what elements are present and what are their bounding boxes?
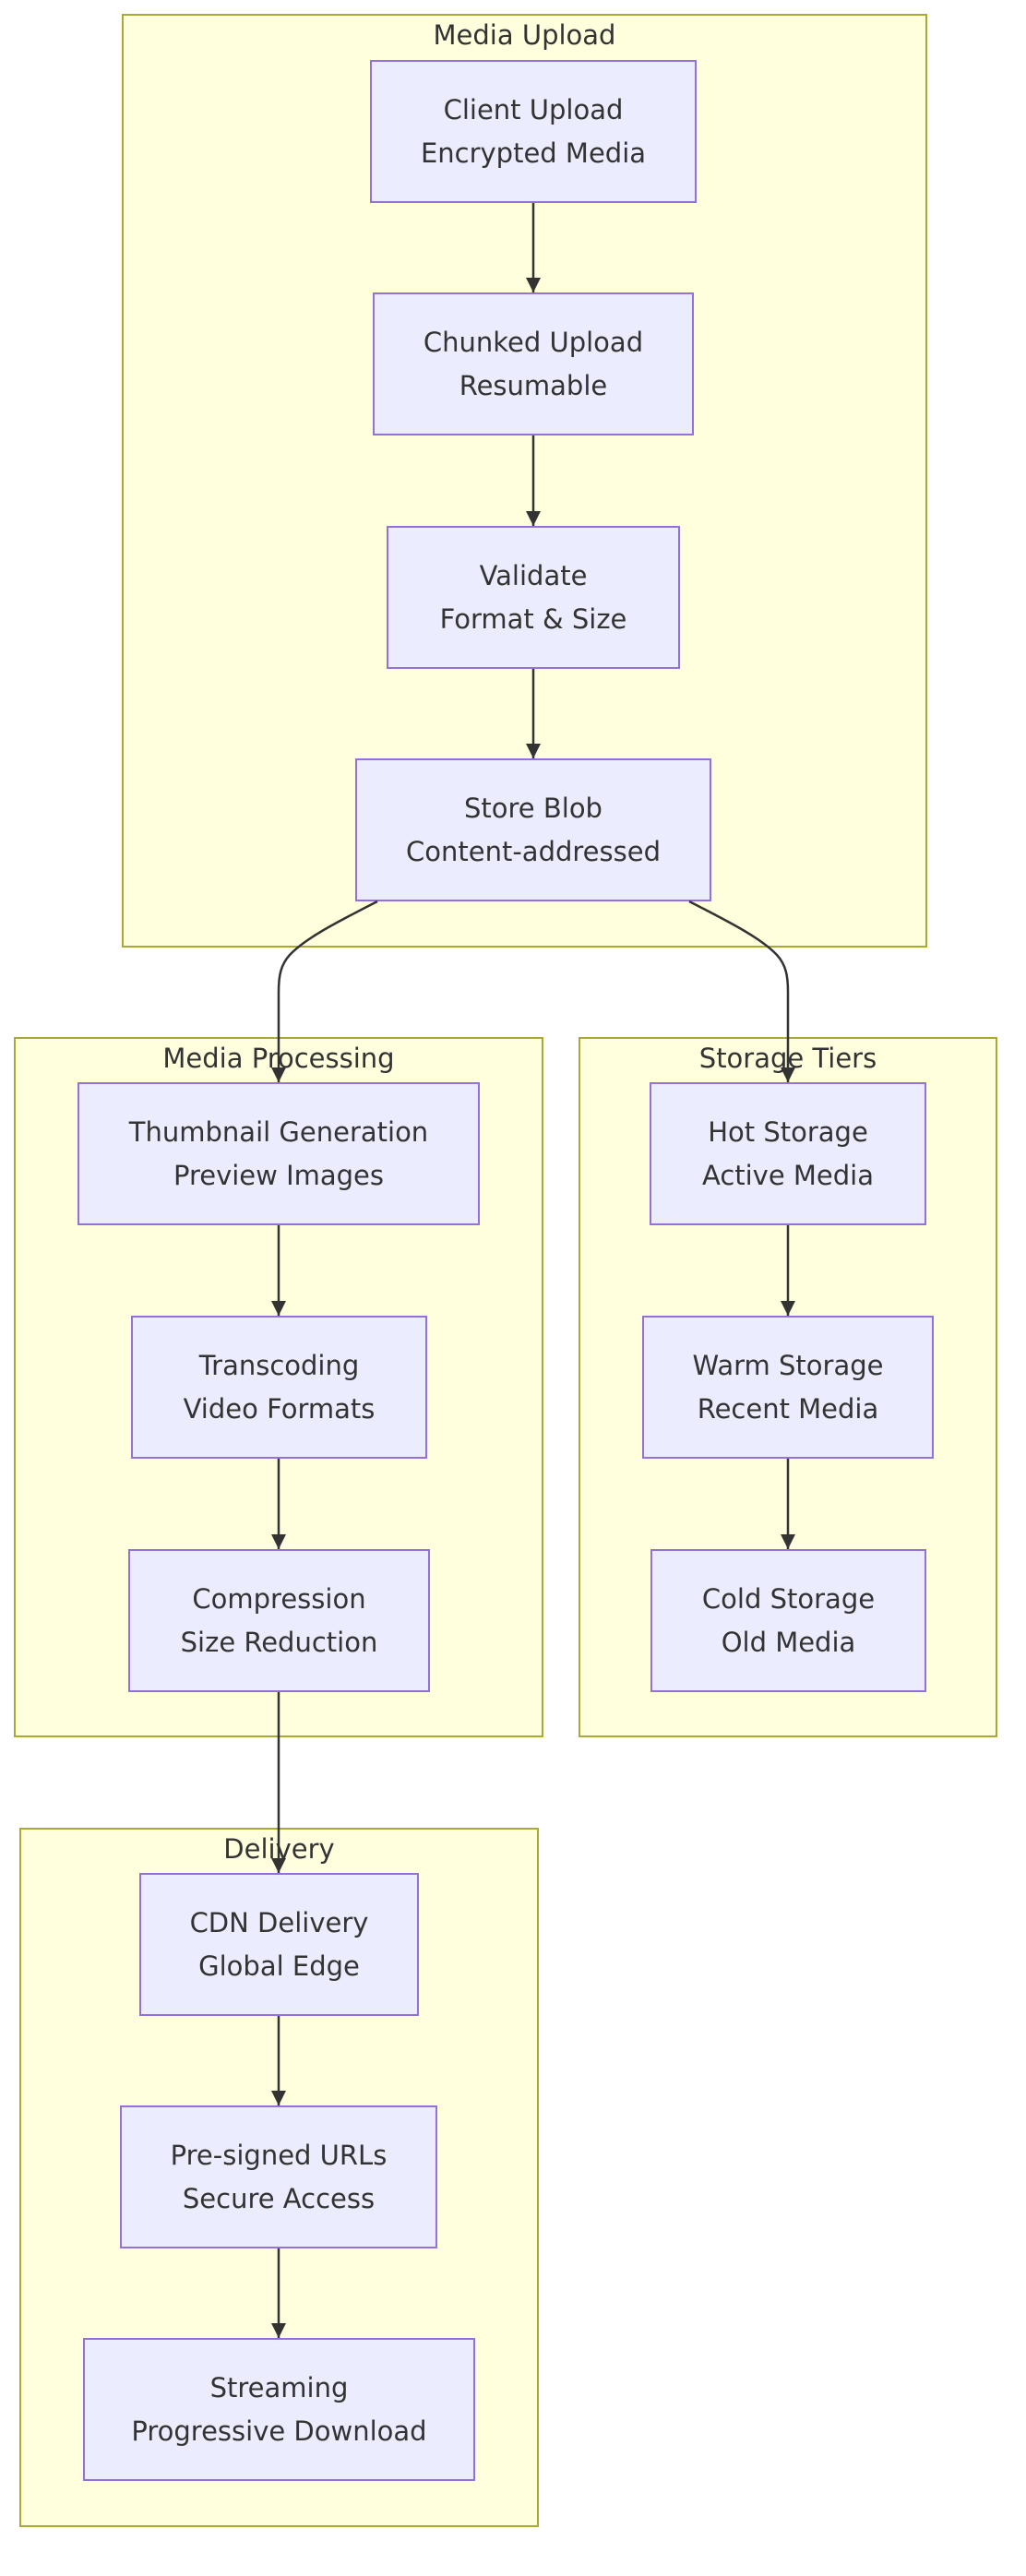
node-streaming[interactable]: Streaming Progressive Download	[83, 2338, 475, 2481]
node-cdn-delivery[interactable]: CDN Delivery Global Edge	[139, 1873, 419, 2016]
node-title: Streaming	[209, 2371, 349, 2403]
node-title: Thumbnail Generation	[128, 1115, 429, 1148]
node-store-blob[interactable]: Store Blob Content-addressed	[355, 758, 711, 901]
node-cold-storage[interactable]: Cold Storage Old Media	[650, 1549, 926, 1692]
node-compression[interactable]: Compression Size Reduction	[128, 1549, 430, 1692]
node-hot-storage[interactable]: Hot Storage Active Media	[650, 1082, 926, 1225]
node-subtitle: Progressive Download	[131, 2415, 427, 2447]
node-title: Chunked Upload	[423, 326, 644, 358]
cluster-label: Storage Tiers	[698, 1043, 877, 1074]
node-chunked-upload[interactable]: Chunked Upload Resumable	[373, 292, 694, 435]
cluster-label: Media Upload	[433, 19, 616, 51]
node-presigned-urls[interactable]: Pre-signed URLs Secure Access	[120, 2105, 437, 2248]
node-subtitle: Global Edge	[198, 1950, 360, 1982]
node-subtitle: Secure Access	[182, 2182, 376, 2214]
node-client-upload[interactable]: Client Upload Encrypted Media	[370, 60, 697, 203]
node-title: Warm Storage	[692, 1349, 884, 1381]
node-title: Hot Storage	[708, 1115, 868, 1148]
node-subtitle: Size Reduction	[180, 1626, 378, 1658]
node-subtitle: Active Media	[701, 1159, 875, 1191]
node-title: Client Upload	[443, 93, 624, 125]
node-subtitle: Video Formats	[183, 1392, 376, 1425]
node-title: Transcoding	[198, 1349, 360, 1381]
node-subtitle: Old Media	[721, 1626, 856, 1658]
node-transcoding[interactable]: Transcoding Video Formats	[131, 1316, 427, 1459]
node-title: Store Blob	[464, 792, 602, 824]
node-subtitle: Preview Images	[173, 1159, 385, 1191]
node-subtitle: Encrypted Media	[420, 137, 647, 169]
node-title: Compression	[192, 1582, 366, 1615]
node-validate[interactable]: Validate Format & Size	[387, 526, 680, 669]
node-title: Validate	[479, 559, 588, 591]
node-warm-storage[interactable]: Warm Storage Recent Media	[642, 1316, 934, 1459]
node-title: CDN Delivery	[189, 1906, 369, 1938]
node-subtitle: Format & Size	[439, 602, 627, 635]
node-title: Pre-signed URLs	[170, 2139, 388, 2171]
node-title: Cold Storage	[701, 1582, 876, 1615]
cluster-label: Delivery	[223, 1833, 335, 1865]
node-subtitle: Recent Media	[697, 1392, 879, 1425]
node-thumbnail-generation[interactable]: Thumbnail Generation Preview Images	[78, 1082, 480, 1225]
node-subtitle: Resumable	[459, 369, 608, 401]
cluster-label: Media Processing	[162, 1043, 395, 1074]
node-subtitle: Content-addressed	[406, 835, 661, 867]
